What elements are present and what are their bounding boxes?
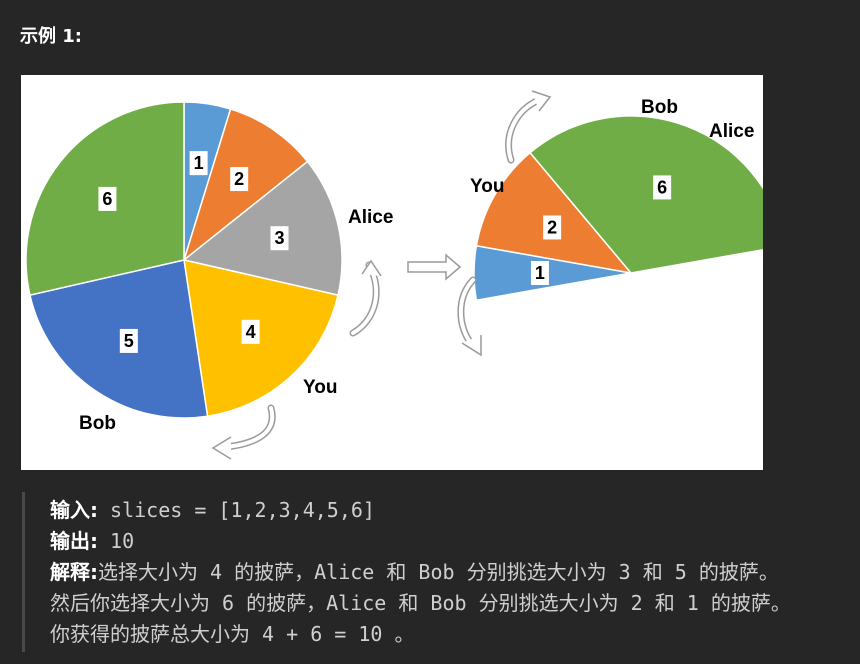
output-value: 10 [110, 529, 135, 553]
slice-label-box [270, 226, 289, 251]
explanation-text: 然后你选择大小为 6 的披萨，Alice 和 Bob 分别挑选大小为 2 和 1… [50, 591, 791, 615]
slice-label-box [241, 319, 260, 344]
slice-label-box [543, 215, 562, 240]
output-line: 输出: 10 [50, 526, 134, 557]
output-label: 输出: [50, 529, 98, 553]
example-explanation: 输入: slices = [1,2,3,4,5,6] 输出: 10 解释:选择大… [22, 492, 860, 652]
explanation-text: 你获得的披萨总大小为 4 + 6 = 10 。 [50, 622, 415, 646]
curved-arrow-icon [457, 276, 482, 357]
right-pie: 1 2 6 [473, 115, 763, 302]
explanation-line: 你获得的披萨总大小为 4 + 6 = 10 。 [50, 619, 415, 650]
input-value: slices = [1,2,3,4,5,6] [110, 498, 375, 522]
slice-label-box [653, 175, 672, 200]
slice-label: 2 [234, 169, 244, 189]
you-label: You [470, 176, 504, 197]
slice-label: 5 [124, 331, 134, 351]
slice-label: 1 [194, 153, 204, 173]
alice-label: Alice [709, 121, 754, 142]
slice-label: 1 [535, 263, 545, 283]
bob-label: Bob [641, 97, 678, 118]
pizza-diagram: 1 2 3 4 5 6 1 2 6 [25, 90, 763, 460]
pizza-slice [529, 115, 763, 274]
pizza-figure: 1 2 3 4 5 6 1 2 6 [21, 75, 763, 470]
explanation-label: 解释: [50, 560, 98, 584]
input-line: 输入: slices = [1,2,3,4,5,6] [50, 495, 375, 526]
explanation-line: 然后你选择大小为 6 的披萨，Alice 和 Bob 分别挑选大小为 2 和 1… [50, 588, 791, 619]
bob-label: Bob [79, 413, 116, 434]
slice-label-box [98, 186, 117, 211]
pizza-slice [182, 160, 343, 297]
slice-label: 4 [246, 322, 256, 342]
slice-label-box [230, 167, 249, 192]
input-label: 输入: [50, 498, 98, 522]
example-title: 示例 1: [20, 26, 82, 47]
explanation-line: 解释:选择大小为 4 的披萨，Alice 和 Bob 分别挑选大小为 3 和 5… [50, 557, 779, 588]
slice-label: 3 [274, 228, 284, 248]
curved-arrow-icon [349, 259, 382, 337]
pizza-slice [475, 151, 633, 275]
pizza-slice [183, 259, 339, 418]
explanation-text: 选择大小为 4 的披萨，Alice 和 Bob 分别挑选大小为 3 和 5 的披… [98, 560, 779, 584]
slice-label-box [119, 328, 138, 353]
slice-label: 6 [657, 177, 667, 197]
slice-label-box [530, 261, 549, 285]
right-arrow-icon [407, 253, 462, 281]
curved-arrow-icon [211, 404, 276, 460]
alice-label: Alice [348, 207, 393, 228]
you-label: You [303, 377, 337, 398]
curved-arrow-icon [505, 90, 552, 164]
slice-label: 2 [547, 217, 557, 237]
slice-label: 6 [102, 189, 112, 209]
left-pie: 1 2 3 4 5 6 [25, 101, 343, 419]
slice-label-box [189, 151, 208, 176]
pizza-slice [29, 259, 209, 419]
